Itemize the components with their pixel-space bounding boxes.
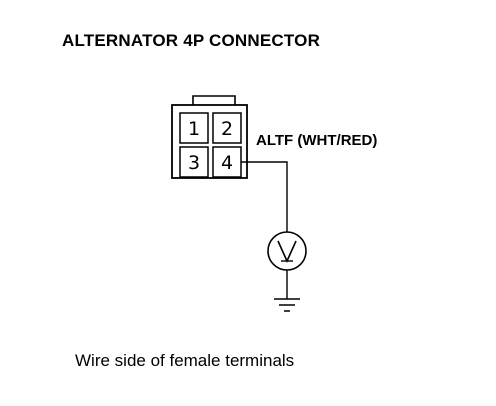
connector-4p bbox=[171, 95, 248, 179]
pin-label-3: 3 bbox=[188, 152, 200, 174]
pin-cell-1 bbox=[179, 112, 209, 144]
connector-lock-tab bbox=[192, 95, 236, 105]
pin-numbers: 1 2 3 4 bbox=[188, 118, 233, 174]
ground-icon bbox=[274, 298, 300, 312]
pin-label-1: 1 bbox=[188, 118, 200, 140]
connector-housing bbox=[171, 104, 248, 179]
wire-label: ALTF (WHT/RED) bbox=[256, 132, 378, 149]
caption: Wire side of female terminals bbox=[75, 351, 295, 370]
pin-label-4: 4 bbox=[221, 152, 233, 174]
test-lead-wire bbox=[241, 161, 288, 232]
diagram-title: ALTERNATOR 4P CONNECTOR bbox=[62, 31, 321, 50]
pin-cell-2 bbox=[212, 112, 242, 144]
pin-label-2: 2 bbox=[221, 118, 233, 140]
voltmeter-icon bbox=[267, 231, 307, 271]
pin-cell-3 bbox=[179, 146, 209, 178]
